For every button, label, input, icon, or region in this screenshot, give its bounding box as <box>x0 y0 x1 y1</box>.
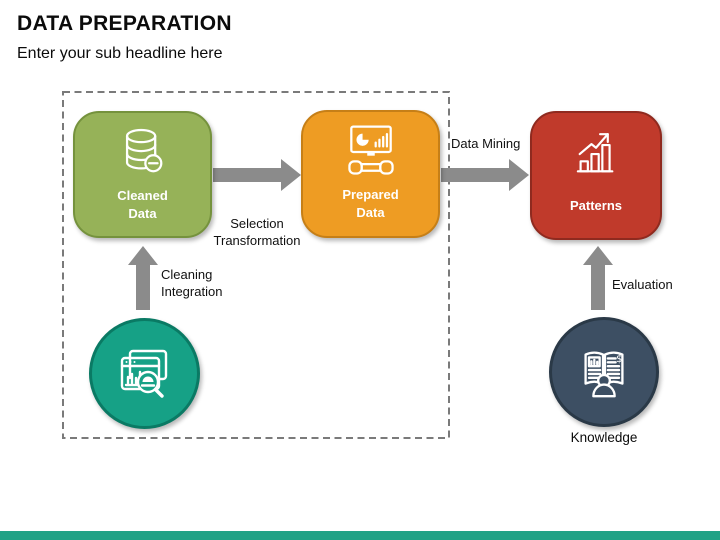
arrow-rawdata-to-cleaned <box>128 246 158 310</box>
growth-chart-icon <box>576 133 614 173</box>
node-knowledge: $ <box>549 317 659 427</box>
arrow-prepared-to-patterns <box>441 159 529 191</box>
workstation-monitor-icon <box>347 125 394 175</box>
dashed-container-border <box>62 91 450 439</box>
node-label: Prepared Data <box>342 187 399 220</box>
edge-label-evaluation: Evaluation <box>612 277 673 292</box>
node-label: Cleaned Data <box>117 188 168 221</box>
node-label: Patterns <box>569 198 623 213</box>
edge-label-data-mining: Data Mining <box>451 136 521 151</box>
edge-label-selection-transformation: Selection Transformation <box>213 216 301 248</box>
database-minus-icon <box>125 128 162 173</box>
node-cleaned-data: Cleaned Data <box>73 111 212 238</box>
arrow-cleaned-to-prepared <box>213 159 301 191</box>
node-patterns: Patterns <box>530 111 662 240</box>
svg-text:$: $ <box>616 354 622 365</box>
node-prepared-data: Prepared Data <box>301 110 440 238</box>
footer-accent-bar <box>0 531 720 540</box>
knowledge-caption: Knowledge <box>570 430 638 445</box>
arrow-knowledge-to-patterns <box>583 246 613 310</box>
browser-analytics-icon <box>120 349 167 398</box>
page-subtitle: Enter your sub headline here <box>17 45 223 62</box>
book-person-icon: $ <box>584 351 624 398</box>
page-title: DATA PREPARATION <box>17 12 232 35</box>
node-raw-data <box>89 318 200 429</box>
edge-label-cleaning-integration: Cleaning Integration <box>161 267 223 299</box>
